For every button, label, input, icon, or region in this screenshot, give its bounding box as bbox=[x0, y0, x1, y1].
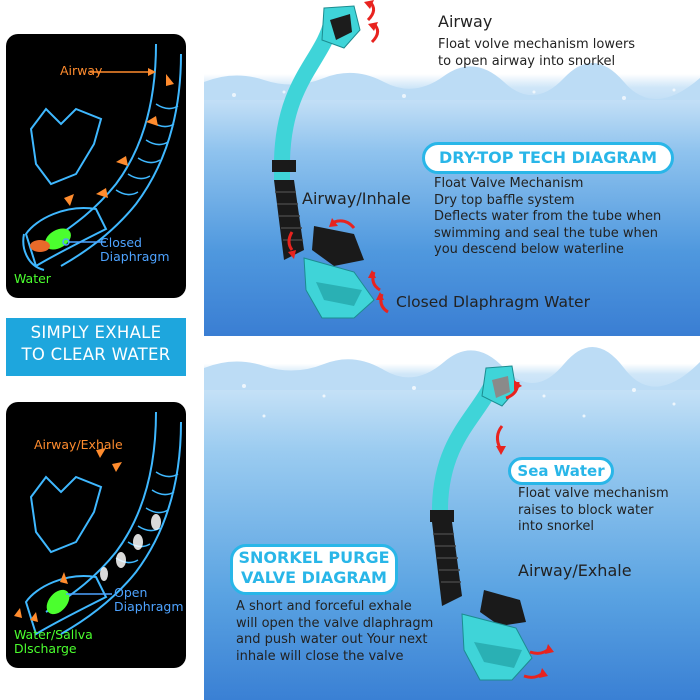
airway-exhale-label: Airway/Exhale bbox=[34, 437, 123, 452]
dry-top-description: Float Valve Mechanism Dry top baffle sys… bbox=[434, 176, 662, 257]
water-label: Water bbox=[14, 271, 51, 286]
airway-description: Float volve mechanism lowers to open air… bbox=[438, 37, 636, 69]
dry-top-snorkel-drawing bbox=[204, 0, 700, 319]
simply-exhale-banner: SIMPLY EXHALE TO CLEAR WATER bbox=[6, 318, 186, 376]
airway-title: Airway bbox=[438, 12, 493, 31]
purge-valve-diagram-title: SNORKEL PURGE VALVE DIAGRAM bbox=[230, 544, 398, 595]
purge-valve-description: A short and forceful exhale will open th… bbox=[236, 599, 434, 664]
closed-diaphragm-label: Closed Diaphragm bbox=[100, 235, 170, 265]
airway-label: Airway bbox=[60, 63, 103, 78]
snorkel-mouthpiece-closed-wireframe bbox=[22, 43, 182, 271]
snorkel-mouthpiece-open-wireframe bbox=[14, 411, 182, 636]
dry-top-diagram-title: DRY-TOP TECH DIAGRAM bbox=[422, 142, 674, 174]
open-diaphragm-label: Open Diaphragm bbox=[114, 585, 184, 615]
closed-diaphragm-water-label: Closed Dlaphragm Water bbox=[396, 293, 590, 311]
purge-valve-snorkel-drawing bbox=[204, 346, 700, 681]
closed-diaphragm-illustration-panel: Airway Closed Diaphragm Water bbox=[6, 34, 186, 298]
water-saliva-discharge-label: Water/Sallva Dlscharge bbox=[14, 627, 93, 657]
purge-valve-scene: Sea Water Float valve mechanism raises t… bbox=[204, 346, 700, 700]
sea-water-title: Sea Water bbox=[508, 457, 614, 485]
airway-inhale-label: Airway/Inhale bbox=[302, 189, 411, 208]
dry-top-scene: Airway Float volve mechanism lowers to o… bbox=[204, 0, 700, 336]
open-diaphragm-illustration-panel: Airway/Exhale Open Diaphragm Water/Sallv… bbox=[6, 402, 186, 668]
airway-exhale-label-right: Airway/Exhale bbox=[518, 561, 632, 580]
sea-water-description: Float valve mechanism raises to block wa… bbox=[518, 486, 669, 534]
